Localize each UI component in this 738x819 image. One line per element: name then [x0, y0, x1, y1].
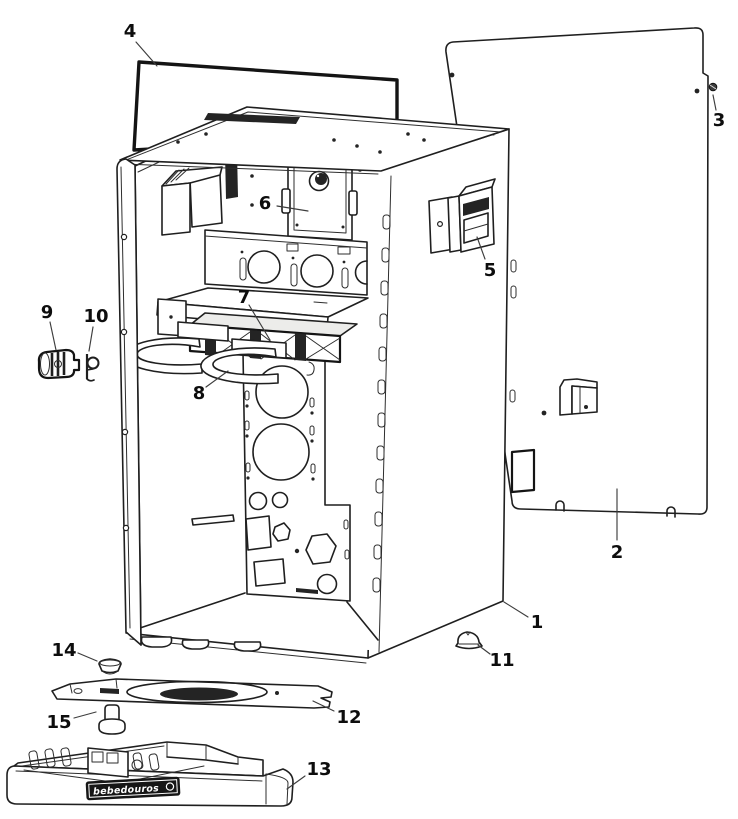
callout-12: 12 [336, 707, 361, 728]
leader-lines [49, 41, 717, 790]
panel-clip-bracket [559, 378, 598, 416]
leader-12 [312, 700, 335, 712]
leader-10 [88, 326, 94, 352]
leader-5 [476, 236, 486, 260]
callout-8: 8 [193, 383, 206, 404]
part-bushing [98, 704, 126, 735]
callout-5: 5 [484, 260, 497, 281]
part-screw [708, 82, 718, 92]
leader-14 [77, 652, 98, 662]
panel-cutout [510, 448, 536, 494]
cabinet-top [119, 106, 510, 175]
callout-4: 4 [124, 21, 137, 42]
leader-3 [712, 94, 717, 111]
vent-flange [372, 175, 392, 653]
part-side-panel [445, 27, 709, 518]
leader-1 [503, 601, 529, 618]
leader-4 [135, 41, 158, 67]
part-grill-plate [51, 678, 333, 709]
brand-label: bebedouros [85, 776, 181, 801]
brand-logo-icon [165, 782, 175, 791]
callout-9: 9 [41, 302, 54, 323]
part-drip-tray: bebedouros [6, 741, 294, 807]
part-compression-fitting [37, 348, 81, 380]
callout-2: 2 [611, 542, 624, 563]
part-foot [455, 631, 483, 650]
brand-label-text: bebedouros [93, 783, 160, 797]
part-cabinet-body [116, 106, 510, 664]
leader-15 [73, 711, 97, 719]
mount-bracket [161, 166, 223, 236]
callout-15: 15 [46, 712, 71, 733]
leader-13 [286, 775, 306, 790]
left-post [116, 158, 142, 646]
callout-3: 3 [713, 110, 726, 131]
part-handle [428, 178, 496, 254]
callout-13: 13 [306, 759, 331, 780]
leader-8 [205, 370, 229, 388]
leader-7 [248, 304, 271, 341]
callout-10: 10 [83, 306, 108, 327]
callouts: 1 2 3 4 5 6 7 8 9 10 11 12 13 14 15 [41, 21, 726, 780]
control-panel [204, 229, 368, 296]
callout-14: 14 [51, 640, 76, 661]
callout-11: 11 [489, 650, 514, 671]
part-faucet-right [200, 347, 279, 385]
lower-rear-panel [242, 351, 351, 602]
leader-11 [477, 644, 491, 655]
part-cap [98, 658, 122, 675]
screw-hole [694, 88, 700, 94]
interior-slot [191, 514, 235, 526]
callout-7: 7 [238, 287, 251, 308]
callout-6: 6 [259, 193, 272, 214]
part-clip [85, 354, 100, 382]
screw-hole [449, 72, 455, 78]
callout-1: 1 [531, 612, 544, 633]
leader-9 [49, 321, 57, 351]
leader-6 [276, 205, 309, 212]
